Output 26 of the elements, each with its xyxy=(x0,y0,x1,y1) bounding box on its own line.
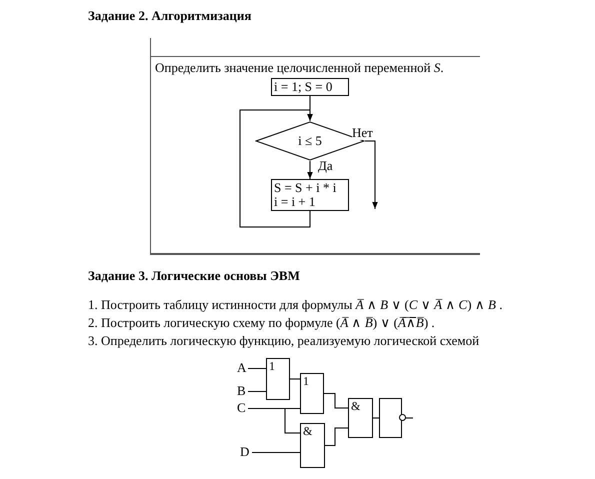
input-label: D xyxy=(240,445,252,460)
wire xyxy=(252,452,300,453)
logic-gate: 1 xyxy=(266,358,290,400)
wire xyxy=(248,391,266,392)
arrow xyxy=(364,140,378,210)
heading: Задание 2. Алгоритмизация xyxy=(88,8,252,23)
task-text: 3. Определить логическую функцию, реализуемую логической схемой xyxy=(88,333,480,348)
task-text: 2. Построить логическую схему по формуле (A̅ ∧ B̅) ∨ (A̅̅∧̅B̅) . xyxy=(88,315,435,330)
task-text: 1. Построить таблицу истинности для формулы A̅ ∧ B ∨ (C ∨ A̅ ∧ C) ∧ B . xyxy=(88,297,502,312)
arrow xyxy=(240,110,313,228)
wire xyxy=(248,368,266,369)
logic-gate: & xyxy=(300,423,325,468)
input-label: C xyxy=(237,401,248,416)
input-label: A xyxy=(237,361,248,376)
process-box: i = 1; S = 0 xyxy=(271,78,349,96)
heading: Задание 3. Логические основы ЭВМ xyxy=(88,268,300,283)
logic-gate: 1 xyxy=(300,373,324,414)
arrow xyxy=(307,160,313,180)
wire xyxy=(324,428,348,446)
wire xyxy=(290,378,300,380)
input-label: B xyxy=(237,384,248,399)
logic-gate: & xyxy=(348,398,373,438)
task-text: Определить значение целочисленной переменной S. xyxy=(155,60,444,75)
process-box: S = S + i * i i = i + 1 xyxy=(271,179,349,211)
wire xyxy=(324,393,348,408)
wire xyxy=(248,408,300,434)
